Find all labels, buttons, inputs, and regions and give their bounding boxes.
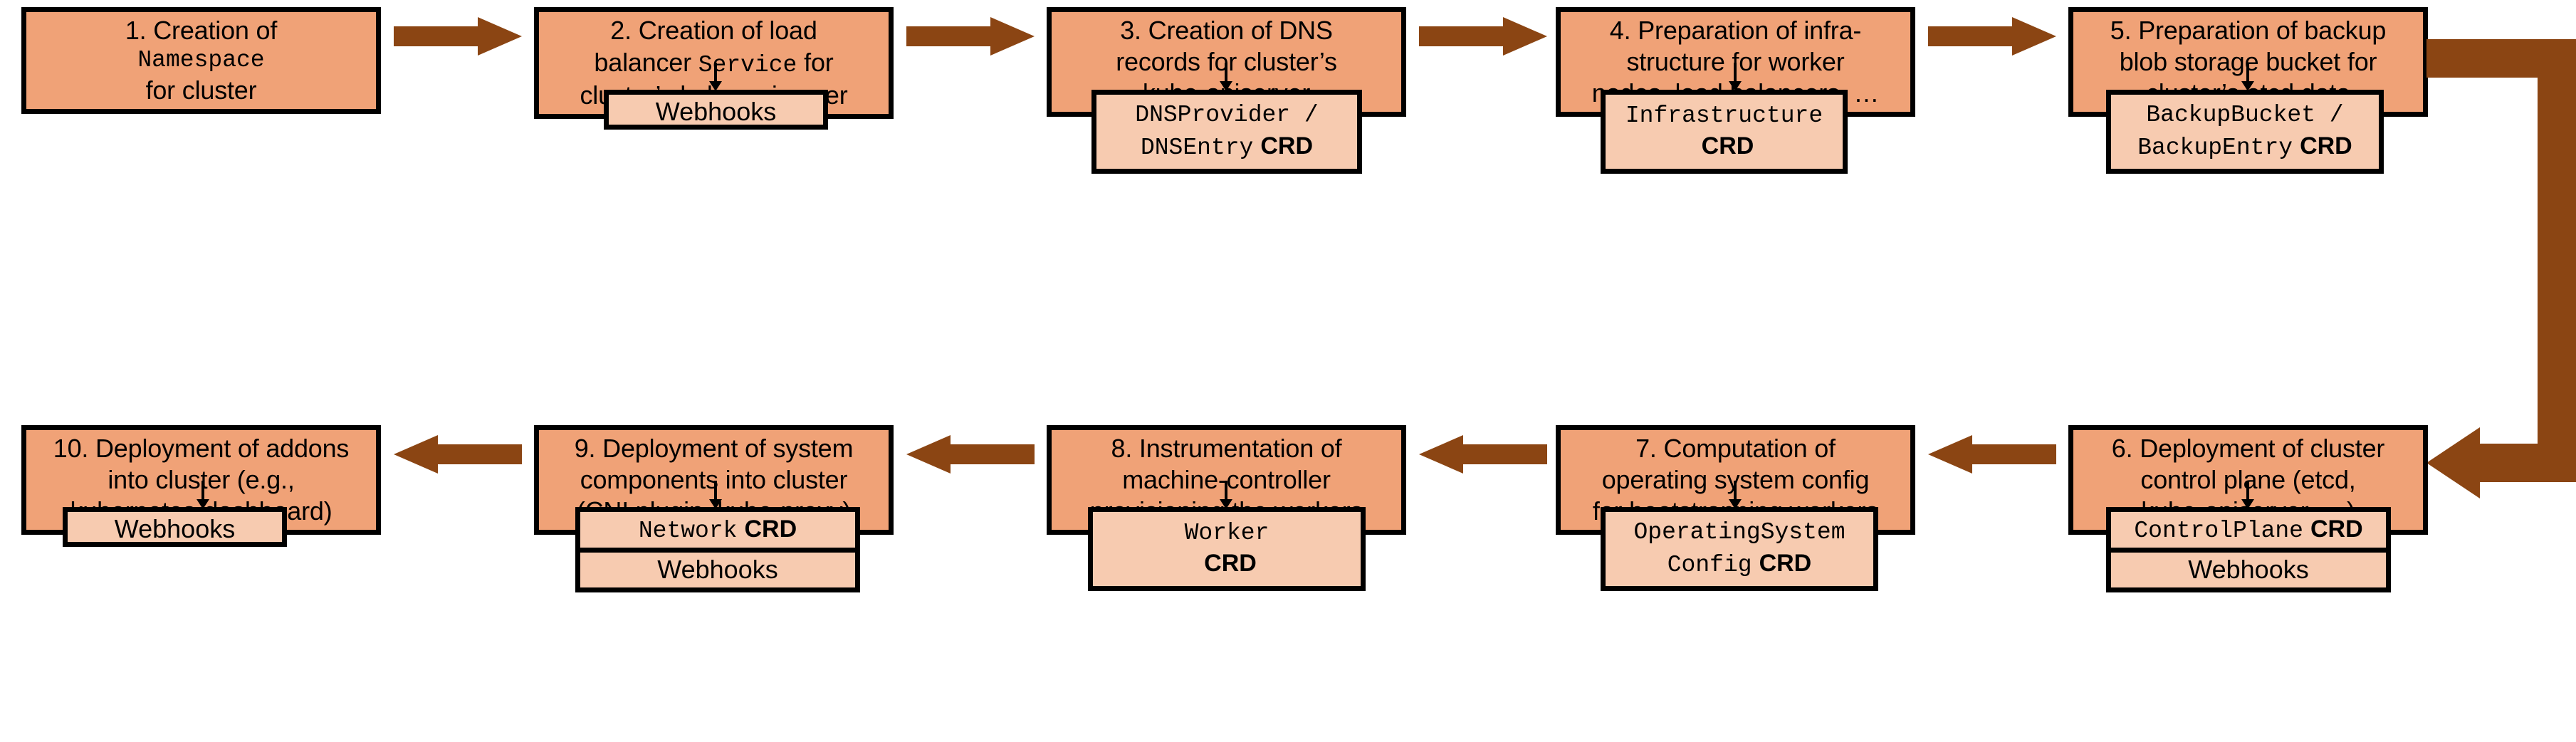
artifact-label-backupentry: BackupEntry <box>2137 134 2293 161</box>
artifact-line-config-crd: Config CRD <box>1633 548 1845 580</box>
step-2-line-1: 2. Creation of load <box>610 16 817 45</box>
artifact-label-webhooks-9: Webhooks <box>657 555 778 585</box>
step-4-line-1: 4. Preparation of infra- <box>1609 16 1862 45</box>
artifact-cell-webhooks: Webhooks <box>609 95 823 130</box>
step-box-1[interactable]: 1. Creation of Namespace for cluster <box>21 7 381 115</box>
artifact-box-step2-webhooks[interactable]: Webhooks <box>604 90 828 130</box>
artifact-label-webhooks-6: Webhooks <box>2188 555 2309 585</box>
artifact-cell-worker-crd: Worker CRD <box>1093 512 1361 586</box>
step-1-line-3: for cluster <box>145 75 257 105</box>
step-10-line-2: into cluster (e.g., <box>108 464 295 494</box>
artifact-cell-backup-crd: BackupBucket / BackupEntry CRD <box>2111 95 2379 169</box>
artifact-label-crd-osc: CRD <box>1759 549 1812 577</box>
arrow-step9-to-step10 <box>394 435 522 474</box>
artifact-cell-webhooks-10: Webhooks <box>68 512 282 547</box>
artifact-label-webhooks-10: Webhooks <box>114 514 236 543</box>
link-step3-to-dns-crd <box>1215 63 1237 91</box>
artifact-box-backup-crd[interactable]: BackupBucket / BackupEntry CRD <box>2106 90 2384 174</box>
artifact-label-dnsentry: DNSEntry <box>1140 134 1254 161</box>
artifact-cell-infrastructure-crd: Infrastructure CRD <box>1606 95 1843 169</box>
artifact-label-controlplane: ControlPlane <box>2134 518 2303 545</box>
artifact-line-controlplane-crd: ControlPlane CRD <box>2134 513 2362 546</box>
artifact-cell-webhooks-6: Webhooks <box>2111 548 2386 587</box>
arrow-step3-to-step4 <box>1419 17 1547 56</box>
arrow-step2-to-step3 <box>906 17 1035 56</box>
step-9-line-2: components into cluster <box>580 464 848 494</box>
artifact-label-crd-controlplane: CRD <box>2310 516 2363 543</box>
link-step4-to-infrastructure-crd <box>1724 63 1746 91</box>
link-step6-to-controlplane-crd <box>2237 481 2258 509</box>
artifact-label-crd-infra: CRD <box>1701 132 1754 160</box>
artifact-label-crd-dns: CRD <box>1260 132 1314 160</box>
step-8-line-1: 8. Instrumentation of <box>1111 434 1342 463</box>
step-3-line-1: 3. Creation of DNS <box>1120 16 1333 45</box>
link-step9-to-network-crd <box>705 481 726 509</box>
arrow-step4-to-step5 <box>1928 17 2056 56</box>
artifact-box-osc-crd[interactable]: OperatingSystem Config CRD <box>1601 507 1878 591</box>
step-1-text: 1. Creation of Namespace for cluster <box>125 15 278 106</box>
link-step8-to-worker-crd <box>1215 481 1237 509</box>
step-7-line-1: 7. Computation of <box>1635 434 1836 463</box>
artifact-label-crd-network: CRD <box>744 516 797 543</box>
arrow-step6-to-step7 <box>1928 435 2056 474</box>
artifact-label-crd-worker: CRD <box>1204 550 1257 578</box>
artifact-box-worker-crd[interactable]: Worker CRD <box>1088 507 1366 591</box>
artifact-label-backupbucket: BackupBucket / <box>2146 101 2344 128</box>
step-1-line-1: 1. Creation of <box>125 16 278 45</box>
step-9-line-1: 9. Deployment of system <box>574 434 854 463</box>
arrow-step7-to-step8 <box>1419 435 1547 474</box>
step-10-line-1: 10. Deployment of addons <box>53 434 350 463</box>
artifact-line-backupentry-crd: BackupEntry CRD <box>2137 130 2352 163</box>
artifact-cell-webhooks-9: Webhooks <box>580 548 855 587</box>
artifact-label-infrastructure: Infrastructure <box>1625 103 1823 130</box>
artifact-label-worker: Worker <box>1184 520 1269 547</box>
arrow-step5-to-step6-elbow <box>2426 39 2576 498</box>
artifact-label-crd-backup: CRD <box>2300 132 2352 160</box>
artifact-cell-osc-crd: OperatingSystem Config CRD <box>1606 512 1873 586</box>
link-step7-to-osc-crd <box>1724 481 1746 509</box>
step-2-line-2-pre: balancer <box>594 47 698 77</box>
artifact-cell-controlplane-crd: ControlPlane CRD <box>2111 512 2386 548</box>
link-step5-to-backup-crd <box>2237 63 2258 91</box>
step-2-line-2-post: for <box>797 47 834 77</box>
artifact-label-config: Config <box>1667 551 1752 578</box>
artifact-label-network: Network <box>638 518 738 545</box>
artifact-box-step10-webhooks[interactable]: Webhooks <box>63 507 287 547</box>
artifact-label-dnsprovider: DNSProvider / <box>1135 101 1319 128</box>
artifact-label-webhooks: Webhooks <box>655 97 777 126</box>
link-step10-to-webhooks <box>192 481 214 509</box>
artifact-label-operatingsystem: OperatingSystem <box>1633 518 1845 545</box>
arrow-step8-to-step9 <box>906 435 1035 474</box>
step-5-line-1: 5. Preparation of backup <box>2110 16 2387 45</box>
artifact-box-controlplane-crd[interactable]: ControlPlane CRD Webhooks <box>2106 507 2391 592</box>
step-6-line-1: 6. Deployment of cluster <box>2111 434 2385 463</box>
link-step2-to-webhooks <box>705 63 726 91</box>
step-1-line-2: Namespace <box>137 46 265 73</box>
artifact-box-infrastructure-crd[interactable]: Infrastructure CRD <box>1601 90 1848 174</box>
arrow-step1-to-step2 <box>394 17 522 56</box>
